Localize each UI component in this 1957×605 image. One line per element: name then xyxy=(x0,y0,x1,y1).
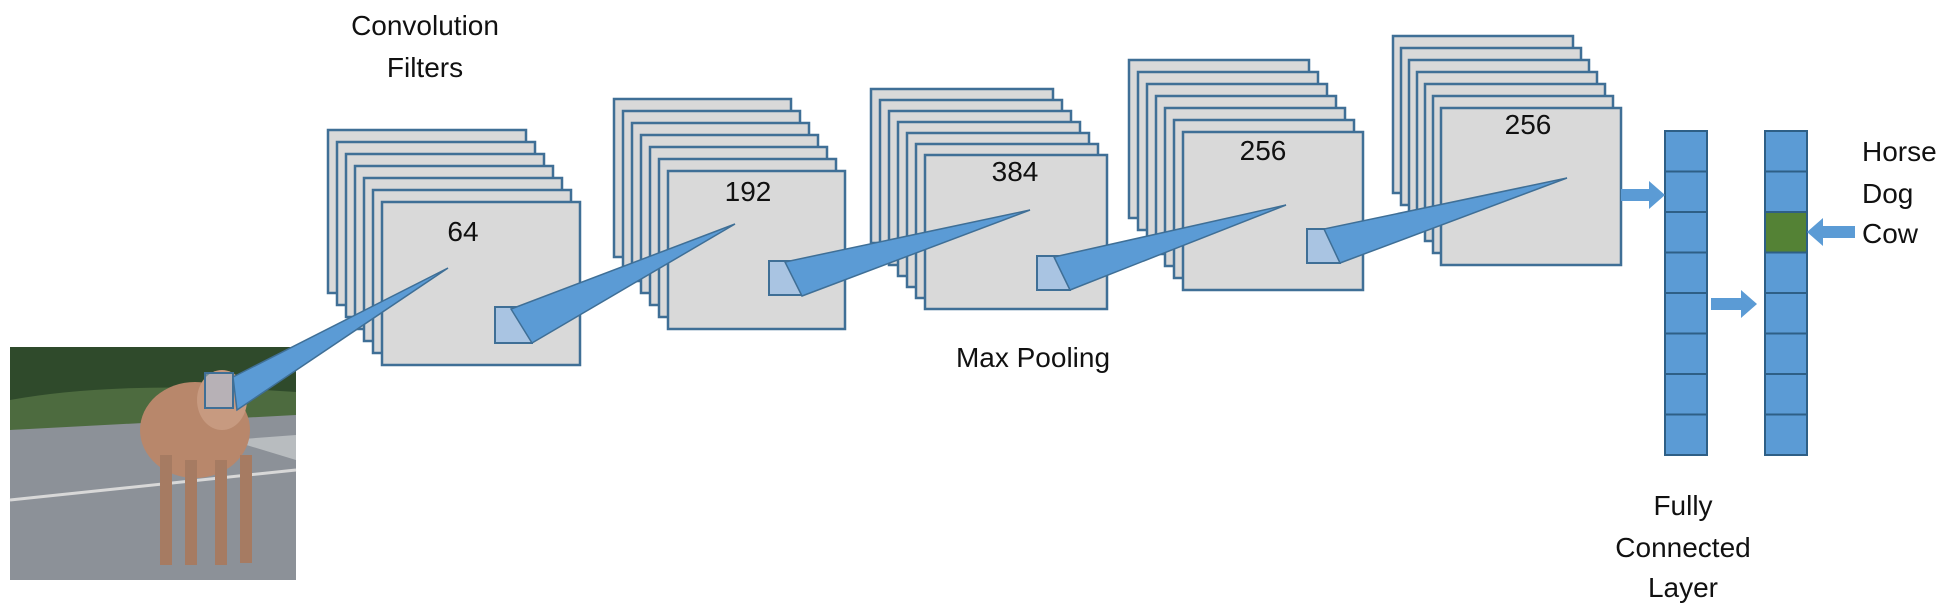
fully-connected-layers xyxy=(1664,130,1808,456)
arrow-to-cow-icon xyxy=(1807,218,1855,246)
fc-neuron xyxy=(1764,332,1808,375)
fc-neuron xyxy=(1664,373,1708,416)
caption-fully: Fully xyxy=(1653,490,1712,521)
fc-neuron xyxy=(1664,332,1708,375)
caption-max-pooling: Max Pooling xyxy=(956,342,1110,373)
feature-map-stack-3 xyxy=(869,87,1109,311)
fc-neuron xyxy=(1664,251,1708,294)
beam-5 xyxy=(1322,177,1568,264)
fc-neuron xyxy=(1764,251,1808,294)
filter-count-4: 256 xyxy=(1240,135,1287,166)
filter-count-3: 384 xyxy=(992,156,1039,187)
fc-neuron xyxy=(1764,130,1808,173)
fc-neuron xyxy=(1764,413,1808,456)
feature-map-stack-5 xyxy=(1391,34,1623,267)
feature-map-stack-2 xyxy=(612,97,847,331)
fc-neuron xyxy=(1764,373,1808,416)
filter-count-5: 256 xyxy=(1505,109,1552,140)
class-label-dog: Dog xyxy=(1862,178,1913,209)
beam-1 xyxy=(232,267,449,412)
fc-neuron xyxy=(1664,413,1708,456)
fc-neuron xyxy=(1764,292,1808,335)
fc-layer-1 xyxy=(1664,130,1708,456)
fc-neuron xyxy=(1764,170,1808,213)
receptive-field-beams xyxy=(232,177,1568,412)
flow-arrows xyxy=(1621,181,1855,318)
class-label-horse: Horse xyxy=(1862,136,1937,167)
fc-neuron-active xyxy=(1764,211,1808,254)
caption-layer: Layer xyxy=(1648,572,1718,603)
filter-count-2: 192 xyxy=(725,176,772,207)
fc-neuron xyxy=(1664,292,1708,335)
caption-connected: Connected xyxy=(1615,532,1750,563)
filter-count-1: 64 xyxy=(447,216,478,247)
caption-filters: Filters xyxy=(387,52,463,83)
fc-layer-2 xyxy=(1764,130,1808,456)
beam-4 xyxy=(1052,204,1287,291)
fc-neuron xyxy=(1664,170,1708,213)
beam-3 xyxy=(783,209,1031,297)
feature-map-front xyxy=(666,169,847,331)
fc-neuron xyxy=(1664,211,1708,254)
beam-2 xyxy=(509,223,736,345)
feature-map-front xyxy=(380,200,582,367)
arrow-to-fc1-icon xyxy=(1621,181,1665,209)
arrow-fc1-to-fc2-icon xyxy=(1711,290,1757,318)
caption-convolution: Convolution xyxy=(351,10,499,41)
fc-neuron xyxy=(1664,130,1708,173)
filter-count-labels: 64 192 384 256 256 xyxy=(447,109,1551,247)
feature-map-stacks xyxy=(326,34,1623,367)
feature-map-stack-4 xyxy=(1127,58,1365,292)
class-label-cow: Cow xyxy=(1862,218,1919,249)
